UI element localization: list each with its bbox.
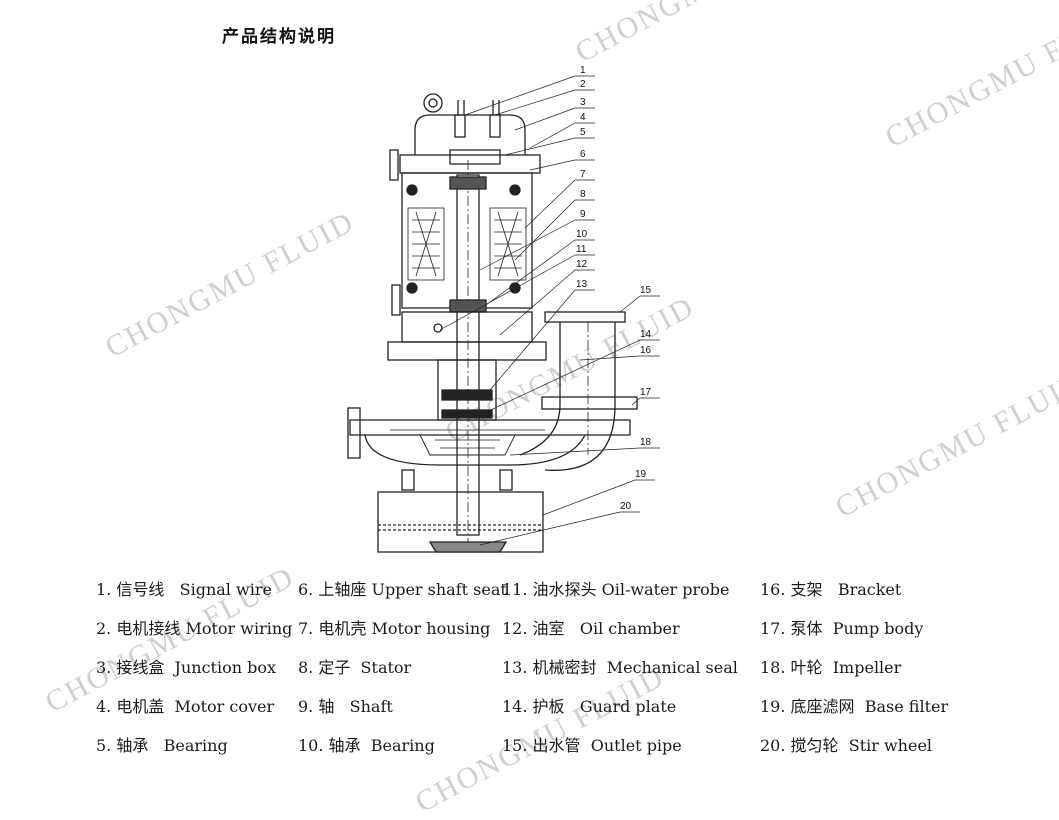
- legend-item: 8. 定子 Stator: [298, 658, 412, 677]
- callout-12: 12: [576, 259, 588, 270]
- legend-item: 14. 护板 Guard plate: [502, 697, 677, 716]
- callout-3: 3: [580, 97, 586, 108]
- page-title: 产品结构说明: [222, 27, 336, 47]
- legend-item: 16. 支架 Bracket: [760, 580, 902, 599]
- legend-item: 17. 泵体 Pump body: [760, 619, 924, 638]
- watermark: CHONGMU FLUID: [100, 205, 360, 365]
- callout-1: 1: [580, 65, 586, 76]
- legend-item: 6. 上轴座 Upper shaft seat: [298, 580, 507, 599]
- legend-item: 4. 电机盖 Motor cover: [96, 697, 275, 716]
- junction-box: [414, 100, 526, 155]
- callout-4: 4: [580, 112, 586, 123]
- oil-chamber: [387, 311, 547, 361]
- impeller: [419, 434, 516, 456]
- callout-7: 7: [580, 169, 586, 180]
- shaft: [456, 160, 480, 545]
- legend-item: 19. 底座滤网 Base filter: [760, 697, 949, 716]
- callout-13: 13: [576, 279, 588, 290]
- legend-item: 12. 油室 Oil chamber: [502, 619, 680, 638]
- watermark: CHONGMU FLUID: [830, 365, 1059, 525]
- callout-9: 9: [580, 209, 586, 220]
- legend-item: 10. 轴承 Bearing: [298, 736, 435, 755]
- mechanical-seal: [437, 359, 497, 421]
- outlet-pipe: [519, 311, 638, 471]
- callout-8: 8: [580, 189, 586, 200]
- stir-wheel: [428, 541, 508, 553]
- callout-5: 5: [580, 127, 586, 138]
- callout-leaders: [439, 75, 660, 546]
- legend-item: 9. 轴 Shaft: [298, 697, 393, 716]
- legend-item: 13. 机械密封 Mechanical seal: [502, 658, 738, 677]
- legend-item: 5. 轴承 Bearing: [96, 736, 228, 755]
- watermark: CHONGMU FLUID: [880, 0, 1059, 155]
- callout-6: 6: [580, 149, 586, 160]
- lifting-eye: [423, 93, 443, 113]
- stator: [407, 207, 527, 281]
- callout-numbers: 1 2 3 4 5 6 7 8 9 10 11 12 13 14 15 16 1…: [576, 65, 652, 512]
- callout-19: 19: [635, 469, 647, 480]
- bearing: [449, 176, 487, 313]
- legend-item: 15. 出水管 Outlet pipe: [502, 736, 682, 755]
- pump-body: [347, 407, 631, 466]
- legend-item: 20. 搅匀轮 Stir wheel: [760, 736, 933, 755]
- legend-item: 18. 叶轮 Impeller: [760, 658, 902, 677]
- pump-structure-diagram: 1 2 3 4 5 6 7 8 9 10 11 12 13 14 15 16 1…: [347, 65, 660, 553]
- callout-2: 2: [580, 79, 586, 90]
- callout-16: 16: [640, 345, 652, 356]
- callout-10: 10: [576, 229, 588, 240]
- callout-18: 18: [640, 437, 652, 448]
- callout-15: 15: [640, 285, 652, 296]
- legend-item: 11. 油水探头 Oil-water probe: [502, 580, 730, 599]
- bracket: [401, 469, 513, 491]
- callout-11: 11: [576, 244, 587, 255]
- legend-item: 7. 电机壳 Motor housing: [298, 619, 491, 638]
- callout-20: 20: [620, 501, 632, 512]
- legend-item: 3. 接线盒 Junction box: [96, 658, 276, 677]
- callout-17: 17: [640, 387, 652, 398]
- legend-item: 1. 信号线 Signal wire: [96, 580, 272, 599]
- callout-14: 14: [640, 329, 652, 340]
- legend-item: 2. 电机接线 Motor wiring: [96, 619, 293, 638]
